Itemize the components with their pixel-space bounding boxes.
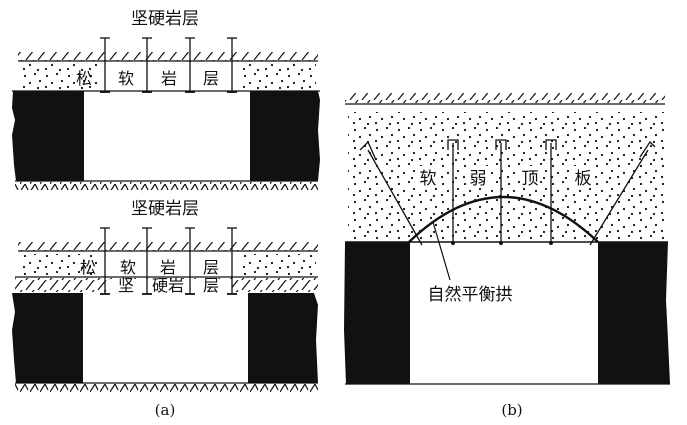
caption-a: (a) xyxy=(155,401,176,419)
bolt xyxy=(100,37,110,93)
hard-layer-label: 坚硬岩层 xyxy=(131,9,199,29)
angled-bolt-left xyxy=(359,140,423,246)
right-coal-pillar xyxy=(250,91,320,181)
roof-label-char: 软 xyxy=(420,169,437,189)
floor-hatch xyxy=(15,384,318,392)
bolt xyxy=(227,227,237,295)
left-coal-pillar xyxy=(344,242,410,384)
bolts xyxy=(100,227,237,295)
bolt xyxy=(142,37,152,93)
bolt xyxy=(100,227,110,295)
soft-layer-char: 岩 xyxy=(161,69,177,88)
soft-layer-char: 岩 xyxy=(160,258,176,277)
soft-layer-char: 松 xyxy=(80,258,96,277)
soft-layer-char: 软 xyxy=(120,258,136,277)
panel-b: 软 弱 顶 板 自然平衡拱 (b) xyxy=(344,93,670,419)
left-coal-pillar xyxy=(12,293,83,383)
bolt xyxy=(142,227,152,295)
caption-b: (b) xyxy=(501,401,522,419)
roof-label-char: 板 xyxy=(575,169,592,189)
roof-hatch xyxy=(18,52,318,61)
soft-layer-char: 层 xyxy=(203,69,219,88)
soft-layer-char: 层 xyxy=(203,258,219,277)
arch-label: 自然平衡拱 xyxy=(428,285,513,305)
roof-hatch xyxy=(345,93,665,103)
right-coal-pillar xyxy=(598,242,670,384)
roof-label-char: 顶 xyxy=(522,169,539,189)
bolt xyxy=(185,227,195,295)
bolts xyxy=(359,139,656,246)
right-coal-pillar xyxy=(248,293,318,383)
hard-layer-char: 层 xyxy=(203,276,219,295)
bolt xyxy=(227,37,237,93)
arch-leader-line xyxy=(432,221,451,281)
left-coal-pillar xyxy=(12,91,84,181)
soft-layer-char: 软 xyxy=(118,69,134,88)
floor-hatch xyxy=(15,182,318,190)
angled-bolt-right xyxy=(589,140,656,246)
bolts xyxy=(100,37,237,93)
roof-hatch xyxy=(18,242,318,251)
hard-layer-char: 硬岩 xyxy=(152,276,184,295)
bolt xyxy=(185,37,195,93)
hard-layer-label: 坚硬岩层 xyxy=(131,199,199,219)
panel-a-top: 坚硬岩层 松 软 岩 层 xyxy=(12,9,320,190)
roof-label-char: 弱 xyxy=(470,169,487,189)
panel-a-bottom: 坚硬岩层 松 软 岩 层 坚 硬岩 层 (a) xyxy=(12,199,318,419)
weak-roof-layer xyxy=(348,112,666,242)
hard-layer-char: 坚 xyxy=(118,276,134,295)
soft-layer-char: 松 xyxy=(76,69,92,88)
